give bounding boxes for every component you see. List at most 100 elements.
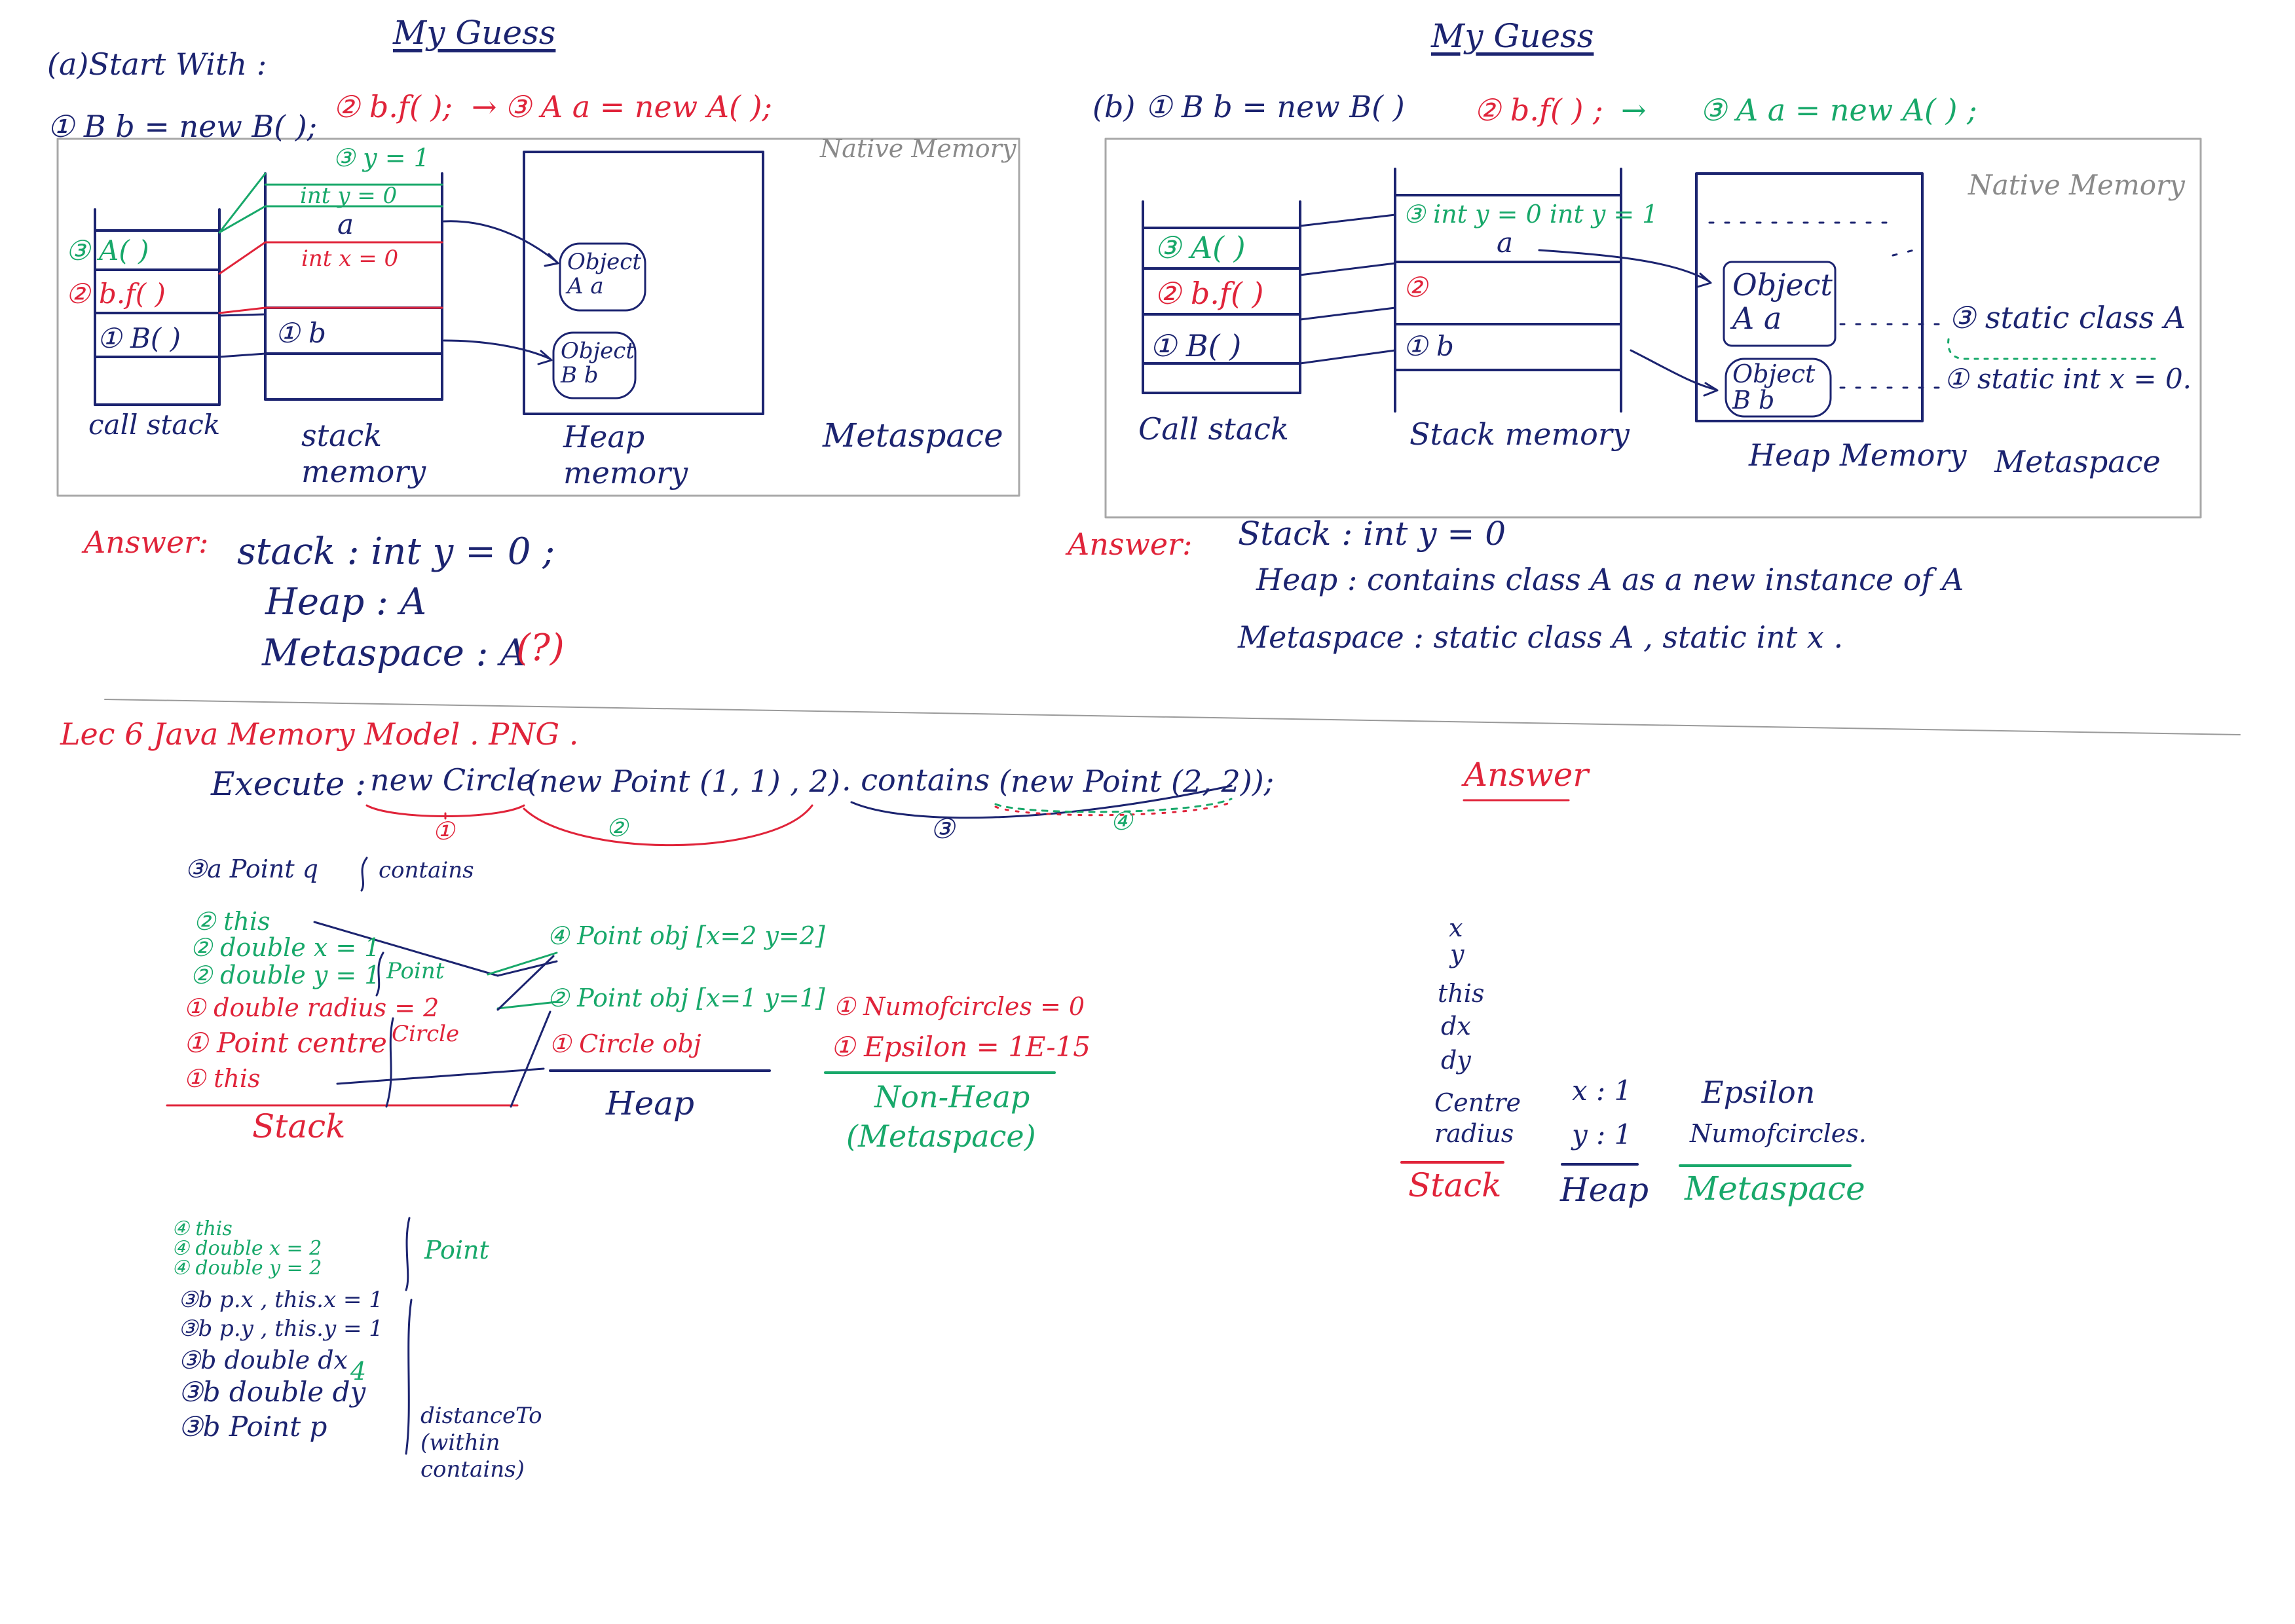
heap-object-b-a (552, 331, 637, 399)
heap1-item-circle: ① Circle obj (549, 1029, 701, 1058)
expr-part-1: new Circle (370, 762, 534, 798)
stack2-item-py: ③b p.y , this.y = 1 (178, 1316, 383, 1342)
answer2-stack-centre: Centre (1434, 1088, 1521, 1117)
answer2-stack-x: x (1449, 913, 1463, 942)
brace-circle: Circle (392, 1021, 460, 1047)
panel-a-start-with: (a)Start With : (47, 46, 267, 82)
stack1-item-point-q: ③a Point q (185, 855, 319, 883)
expr-part-2: (new Point (1, 1) , 2) (527, 764, 840, 799)
stack-memory-label-b: Stack memory (1409, 416, 1630, 452)
call-stack-box-b (1142, 200, 1301, 394)
section-divider (104, 699, 2241, 735)
panel-b-step3: ③ A a = new A( ) ; (1700, 92, 1977, 128)
metaspace-label-b: Metaspace (1994, 444, 2161, 479)
call-stack-item-b-2: ② b.f( ) (1154, 276, 1264, 311)
stack-item-a-2: int y = 0 (300, 183, 398, 209)
panel-a-step3: ③ A a = new A( ); (504, 89, 772, 124)
heap-object-b-label-b: Object B b (1732, 360, 1816, 415)
stack1-item-this-red: ① this (183, 1064, 261, 1093)
answer2-stack-y: y (1450, 940, 1465, 969)
call-stack-item-b-1: ③ A( ) (1154, 230, 1246, 265)
expr-num-4: ④ (1110, 807, 1133, 836)
answer-label-a: Answer: (84, 525, 209, 560)
answer2-stack-this: this (1438, 979, 1485, 1008)
panel-b-step1: (b) ① B b = new B( ) (1092, 89, 1405, 124)
stack2-four: 4 (350, 1357, 367, 1386)
stack-item-b-4: ① b (1403, 330, 1454, 362)
stack2-item-dy: ③b double dy (178, 1376, 366, 1408)
stack-item-b-2: a (1497, 227, 1514, 259)
stack1-item-radius: ① double radius = 2 (183, 993, 439, 1022)
panel-a-step2: ② b.f( ); (333, 89, 453, 124)
panel-a-arrow: → (472, 89, 497, 124)
stack-item-b-1: ③ int y = 0 int y = 1 (1403, 200, 1658, 229)
stack1-item-this-green: ② this (193, 907, 271, 936)
answer2-heap-y: y : 1 (1572, 1118, 1632, 1151)
answer-label-b: Answer: (1068, 526, 1193, 562)
stack-item-a-1: ③ y = 1 (333, 143, 430, 172)
heap-box-b (1695, 172, 1924, 422)
stack2-item-px: ③b p.x , this.x = 1 (178, 1287, 383, 1313)
nonheap-label: Non-Heap (874, 1079, 1030, 1115)
answer2-metaspace-numofcircles: Numofcircles. (1690, 1119, 1867, 1148)
stack2-item-this: ④ this (172, 1217, 233, 1240)
brace-point: Point (386, 958, 445, 984)
panel-a-heading: My Guess (393, 14, 556, 52)
stack2-item-double-x: ④ double x = 2 (172, 1237, 322, 1260)
heap-object-b-label-a: Object B b (561, 338, 635, 389)
stack-item-a-4: int x = 0 (301, 246, 399, 272)
heap-memory-label-a: Heap memory (563, 419, 688, 491)
stack2-item-point-p: ③b Point p (178, 1411, 327, 1443)
stack-memory-box-b (1394, 168, 1622, 413)
heap1-item-point-1: ② Point obj [x=1 y=1] (547, 984, 825, 1012)
call-stack-label-b: Call stack (1138, 411, 1289, 447)
call-stack-label-a: call stack (88, 409, 221, 441)
heap-memory-label-b: Heap Memory (1749, 437, 1967, 473)
stack1-item-centre: ① Point centre (183, 1027, 387, 1059)
expr-num-2: ② (606, 813, 629, 842)
expr-part-4: (new Point (2, 2)); (999, 764, 1275, 799)
call-stack-item-a-3: ① B( ) (97, 322, 181, 354)
answer2-heap-x: x : 1 (1572, 1075, 1632, 1107)
stack-memory-label-a: stack memory (301, 418, 426, 490)
native-memory-frame-a (56, 138, 1020, 497)
panel-a-native-memory: Native Memory (820, 134, 1017, 163)
stack-item-b-3: ② (1403, 271, 1428, 303)
native-memory-frame-b (1104, 138, 2202, 519)
stack1-item-double-y: ② double y = 1 (190, 961, 381, 989)
heap-object-a-b (1723, 261, 1837, 347)
stack1-item-double-x: ② double x = 1 (190, 933, 381, 962)
stack1-label: Stack (252, 1107, 346, 1145)
answer2-stack-label: Stack (1408, 1166, 1502, 1204)
metaspace-item-b-2: ① static int x = 0. (1944, 363, 2192, 395)
heap-object-b-b (1725, 358, 1832, 418)
nonheap-item-numofcircles: ① Numofcircles = 0 (833, 992, 1085, 1021)
answer2-stack-radius: radius (1434, 1119, 1514, 1148)
heap1-item-point-2: ④ Point obj [x=2 y=2] (547, 921, 825, 950)
call-stack-item-a-1: ③ A( ) (65, 234, 149, 267)
heap1-label: Heap (606, 1084, 695, 1122)
panel-a-step1: ① B b = new B( ); (47, 109, 318, 144)
brace-contains: contains (379, 857, 474, 883)
expr-num-1: ① (432, 817, 455, 845)
lecture-title: Lec 6 Java Memory Model . PNG . (60, 716, 579, 752)
expr-part-3: . contains (842, 762, 990, 798)
answer-b-line-3: Metaspace : static class A , static int … (1238, 619, 1844, 655)
metaspace-item-b-1: ③ static class A (1949, 300, 2186, 335)
stack2-brace-distance: distanceTo (within contains) (420, 1403, 542, 1483)
panel-b-step2: ② b.f( ) ; (1474, 92, 1603, 128)
execute-label: Execute : (211, 765, 366, 803)
panel-b-arrow: → (1621, 92, 1647, 128)
answer-a-line-1: stack : int y = 0 ; (237, 530, 555, 573)
answer2-stack-dy: dy (1441, 1046, 1471, 1075)
heap-object-a-label-a: Object A a (567, 249, 642, 300)
answer2-title: Answer (1464, 756, 1589, 794)
call-stack-box-a (94, 208, 221, 406)
stack-item-a-5: ① b (275, 317, 326, 349)
panel-b-native-memory: Native Memory (1968, 169, 2185, 201)
heap-object-a-a (559, 242, 646, 312)
answer-a-line-2: Heap : A (265, 581, 427, 623)
answer-a-line-3: Metaspace : A (262, 632, 527, 674)
nonheap-item-epsilon: ① Epsilon = 1E-15 (830, 1031, 1091, 1063)
